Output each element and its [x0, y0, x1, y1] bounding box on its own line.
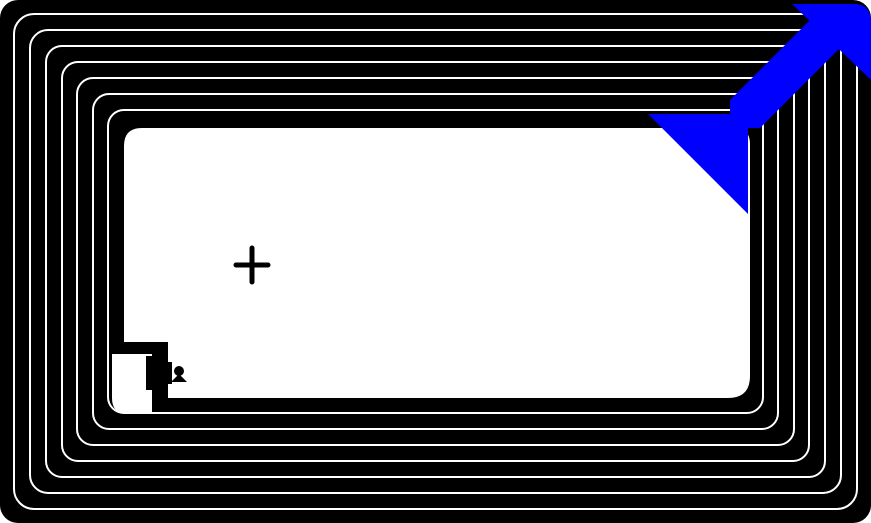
bridge-strap	[730, 10, 850, 128]
coil-gap-6	[92, 93, 779, 430]
coil-gap-7	[107, 109, 764, 414]
coil-gap-4	[61, 61, 810, 462]
bridge-jumper	[648, 4, 871, 214]
coil-gaps	[13, 13, 858, 510]
bridge-top-pad	[792, 4, 871, 80]
inner-terminal-pocket	[112, 354, 152, 414]
coil-gap-1	[13, 13, 858, 510]
coil-gap-3	[45, 45, 826, 478]
crosshair-plus-icon	[233, 245, 271, 285]
coil-gap-2	[29, 29, 842, 494]
chip-die-icon	[146, 356, 187, 390]
inner-clear-area	[124, 128, 750, 398]
bridge-pad	[648, 114, 748, 214]
coil-gap-5	[76, 77, 795, 446]
